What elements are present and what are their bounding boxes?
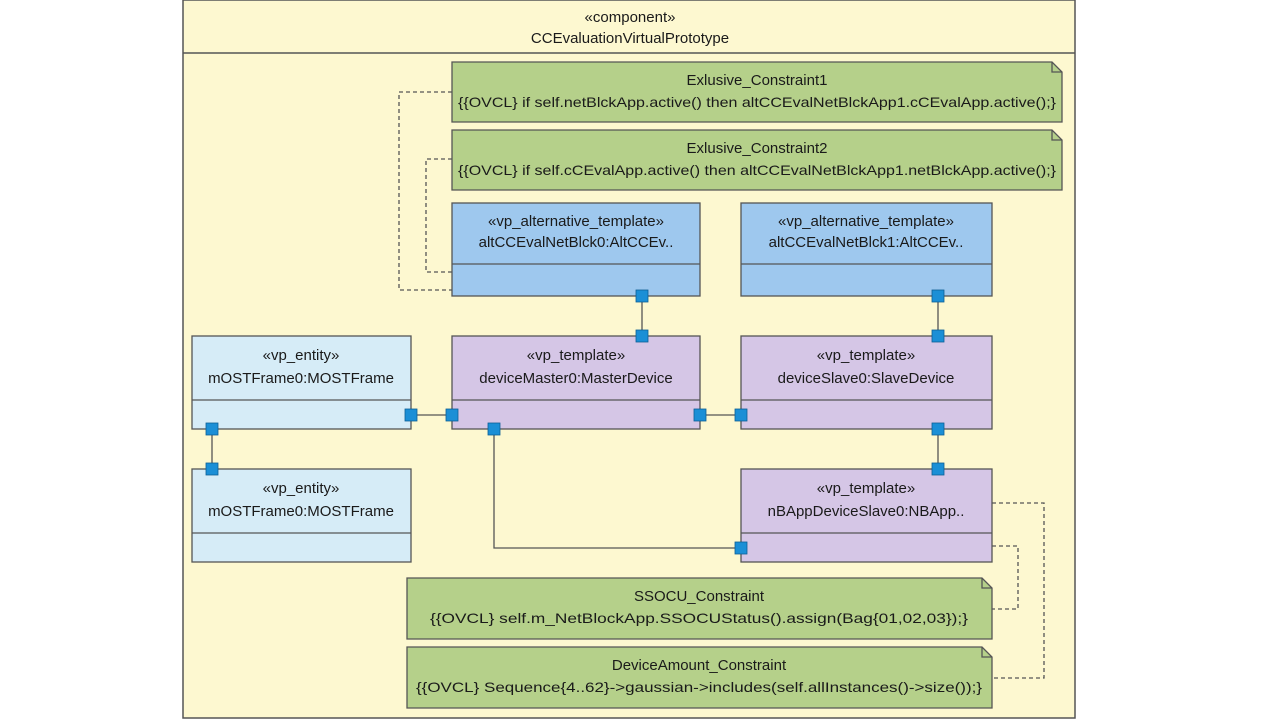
constraint-anchors [398, 91, 1045, 679]
part-alt0: «vp_alternative_template» altCCEvalNetBl… [451, 202, 701, 297]
note-exclusive1: Exlusive_Constraint1 {{OVCL} if self.net… [451, 61, 1063, 123]
port-master-top [635, 329, 649, 343]
part-alt0-name: altCCEvalNetBlck0:AltCCEv.. [479, 234, 674, 251]
note-device-amount: DeviceAmount_Constraint {{OVCL} Sequence… [406, 646, 993, 709]
part-nbapp-stereotype: «vp_template» [817, 480, 915, 497]
port-entity1-top [205, 462, 219, 476]
part-entity1-stereotype: «vp_entity» [263, 480, 340, 497]
part-slave: «vp_template» deviceSlave0:SlaveDevice [740, 335, 993, 430]
note-exclusive2: Exlusive_Constraint2 {{OVCL} if self.cCE… [451, 129, 1063, 191]
note-exclusive2-title: Exlusive_Constraint2 [687, 140, 828, 157]
port-alt0-bottom [635, 289, 649, 303]
connector-master-nbapp [493, 429, 741, 549]
part-nbapp-name: nBAppDeviceSlave0:NBApp.. [768, 503, 965, 520]
anchor-device-amount [992, 502, 1045, 679]
port-master-right [693, 408, 707, 422]
port-alt1-bottom [931, 289, 945, 303]
part-master: «vp_template» deviceMaster0:MasterDevice [451, 335, 701, 430]
part-alt1-stereotype: «vp_alternative_template» [778, 213, 954, 230]
note-ssocu: SSOCU_Constraint {{OVCL} self.m_NetBlock… [406, 577, 993, 640]
port-slave-top [931, 329, 945, 343]
part-alt0-stereotype: «vp_alternative_template» [488, 213, 664, 230]
port-entity0-bottom [205, 422, 219, 436]
part-alt1-name: altCCEvalNetBlck1:AltCCEv.. [769, 234, 964, 251]
part-entity0-name: mOSTFrame0:MOSTFrame [208, 370, 394, 387]
port-nbapp-top [931, 462, 945, 476]
part-nbapp: «vp_template» nBAppDeviceSlave0:NBApp.. [740, 468, 993, 563]
part-entity1: «vp_entity» mOSTFrame0:MOSTFrame [191, 468, 412, 563]
connectors [211, 296, 939, 549]
anchor-ssocu [992, 545, 1019, 610]
port-slave-bottom [931, 422, 945, 436]
port-slave-left [734, 408, 748, 422]
part-master-stereotype: «vp_template» [527, 347, 625, 364]
part-alt1: «vp_alternative_template» altCCEvalNetBl… [740, 202, 993, 297]
part-entity1-name: mOSTFrame0:MOSTFrame [208, 503, 394, 520]
part-master-name: deviceMaster0:MasterDevice [479, 370, 672, 387]
note-ssocu-body: {{OVCL} self.m_NetBlockApp.SSOCUStatus()… [430, 610, 968, 626]
part-entity0-stereotype: «vp_entity» [263, 347, 340, 364]
part-slave-stereotype: «vp_template» [817, 347, 915, 364]
component-stereotype: «component» [585, 9, 676, 26]
part-entity0: «vp_entity» mOSTFrame0:MOSTFrame [191, 335, 412, 430]
component-name: CCEvaluationVirtualPrototype [531, 30, 729, 47]
port-master-bottom [487, 422, 501, 436]
note-exclusive1-body: {{OVCL} if self.netBlckApp.active() then… [458, 94, 1056, 110]
note-exclusive1-title: Exlusive_Constraint1 [687, 72, 828, 89]
note-ssocu-title: SSOCU_Constraint [634, 588, 765, 605]
note-device-amount-body: {{OVCL} Sequence{4..62}->gaussian->inclu… [416, 679, 982, 695]
port-master-left [445, 408, 459, 422]
note-device-amount-title: DeviceAmount_Constraint [612, 657, 787, 674]
note-exclusive2-body: {{OVCL} if self.cCEvalApp.active() then … [458, 162, 1056, 178]
port-nbapp-left [734, 541, 748, 555]
ports [205, 289, 945, 555]
part-slave-name: deviceSlave0:SlaveDevice [778, 370, 955, 387]
port-entity0-right [404, 408, 418, 422]
